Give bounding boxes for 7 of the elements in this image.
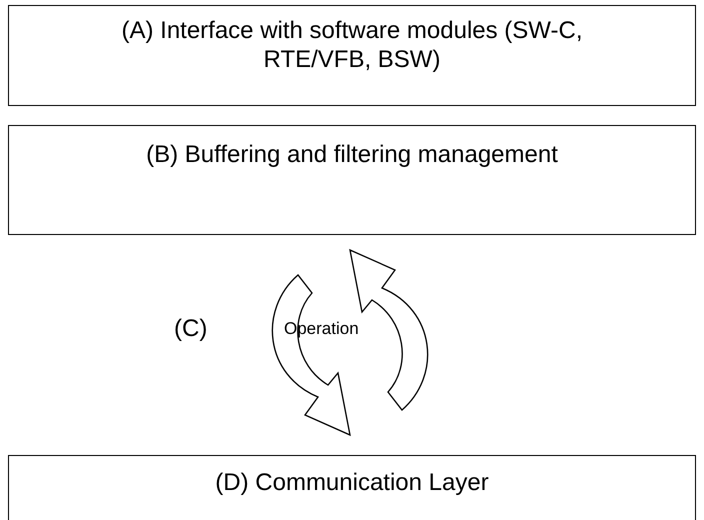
layer-label: (B) Buffering and filtering management	[145, 140, 559, 169]
section-label: (C)	[174, 315, 208, 343]
layer-box	[8, 125, 696, 235]
layer-box	[8, 5, 696, 106]
layer-label: (D) Communication Layer	[214, 468, 490, 497]
layer-label: (A) Interface with software modules (SW-C, RTE/VFB, BSW)	[120, 16, 584, 74]
layer-box	[8, 455, 696, 520]
